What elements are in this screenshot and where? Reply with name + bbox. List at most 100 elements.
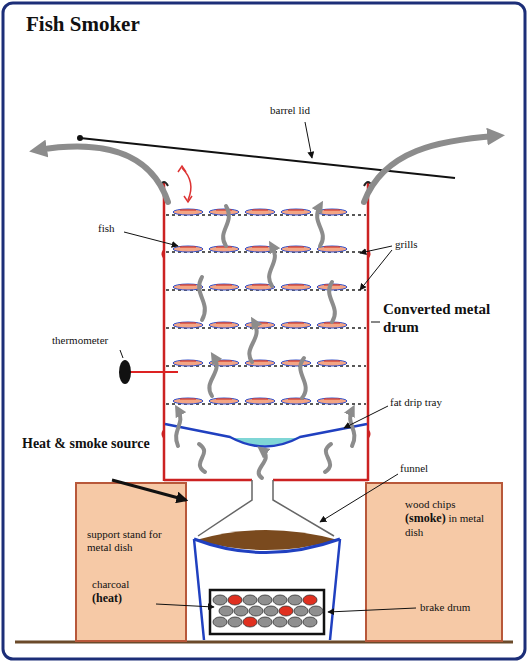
smoke-arrows [38, 136, 496, 478]
thermometer-part [119, 360, 131, 384]
metal-drum-part [160, 182, 372, 186]
metal-dish [194, 530, 340, 640]
charcoal-lump [219, 606, 233, 616]
thermometer-part [130, 371, 178, 373]
charcoal-lump [288, 617, 302, 627]
leader-group-part [360, 246, 392, 253]
fish-mark [252, 284, 268, 285]
smoke-arrows-part [249, 322, 256, 362]
fish-shape [209, 284, 239, 290]
leader-group-part [120, 350, 123, 358]
fish-shape [209, 322, 239, 328]
fish-shape [281, 360, 311, 366]
fish-shape [209, 360, 239, 366]
text-run: brake drum [420, 601, 470, 613]
fish-shape [281, 246, 311, 252]
part-label: thermometer [52, 334, 132, 347]
charcoal-lump [234, 606, 248, 616]
text-run: funnel [400, 462, 428, 474]
part-label: brake drum [420, 601, 500, 614]
fish-shape [209, 398, 239, 404]
part-label: Heat & smoke source [22, 436, 152, 453]
charcoal-lump [264, 606, 278, 616]
fish-mark [324, 398, 340, 399]
leader-group [112, 122, 416, 612]
smoke-arrows-part [329, 282, 335, 322]
part-label: fish [98, 222, 128, 235]
smoke-arrows-part [300, 358, 305, 398]
charcoal-lump [243, 617, 257, 627]
support-block: wood chips (smoke) in metal dish [365, 482, 503, 642]
metal-drum [160, 182, 372, 481]
metal-drum-part [163, 250, 370, 438]
charcoal-lump [228, 595, 242, 605]
fish-mark [324, 360, 340, 361]
leader-group-part [124, 232, 178, 246]
fish-shape [173, 322, 203, 328]
frame [3, 3, 525, 659]
leader-group-part [344, 406, 388, 428]
fish-shape [173, 246, 203, 252]
part-label: barrel lid [270, 104, 350, 117]
fish-mark [288, 322, 304, 323]
text-run: (heat) [92, 591, 122, 605]
fish-mark [252, 209, 268, 210]
charcoal-lump [213, 617, 227, 627]
funnel-part [198, 480, 334, 536]
smoke-arrows-part [259, 450, 266, 478]
part-label: grills [395, 238, 445, 251]
part-label: fat drip tray [390, 396, 480, 409]
fish-mark [216, 284, 232, 285]
text-run: fish [98, 222, 115, 234]
text-run: charcoal [92, 578, 129, 590]
fish-shape [281, 322, 311, 328]
lid-swing-arrow-part [178, 166, 192, 202]
charcoal-lump [294, 606, 308, 616]
fish-shape [209, 246, 239, 252]
diagram-title: Fish Smoker [26, 12, 140, 37]
fish-shape [245, 322, 275, 328]
smoke-arrows-part [199, 277, 205, 320]
fish-mark [324, 246, 340, 247]
fish-mark [180, 209, 196, 210]
charcoal-lump [273, 617, 287, 627]
part-label: Converted metal drum [383, 300, 503, 336]
fish-mark [180, 398, 196, 399]
smoke-arrows-part [223, 206, 229, 246]
charcoal-lump [258, 617, 272, 627]
fish-shape [245, 398, 275, 404]
fish-shape [173, 209, 203, 215]
smoke-arrows-part [199, 444, 205, 472]
fish-shape [317, 360, 347, 366]
charcoal-lump [249, 606, 263, 616]
fish-mark [252, 246, 268, 247]
charcoal-lump [213, 595, 227, 605]
fish-mark [252, 398, 268, 399]
charcoal-lump [309, 606, 323, 616]
fish-mark [252, 360, 268, 361]
fish-shape [209, 209, 239, 215]
fish-shape [317, 398, 347, 404]
smoke-arrows-part [209, 357, 216, 396]
fish-mark [216, 398, 232, 399]
charcoal-lump [279, 606, 293, 616]
fat-drip-tray-part [165, 424, 367, 447]
fish-mark [180, 360, 196, 361]
thermometer [119, 360, 178, 384]
fish-shape [281, 284, 311, 290]
metal-drum-part [273, 479, 368, 482]
brake-drum-part [210, 590, 324, 634]
part-label: charcoal (heat) [92, 578, 156, 606]
text-run: Converted metal drum [383, 301, 490, 335]
fish-shape [173, 360, 203, 366]
leader-group-part [360, 250, 392, 290]
fish-mark [180, 246, 196, 247]
leader-group-part [305, 122, 312, 158]
text-run: thermometer [52, 334, 108, 346]
text-run: fat drip tray [390, 396, 442, 408]
charcoal-lump [228, 617, 242, 627]
charcoal-lump [303, 595, 317, 605]
leader-group-part [320, 474, 398, 522]
leader-group-part [371, 322, 380, 323]
